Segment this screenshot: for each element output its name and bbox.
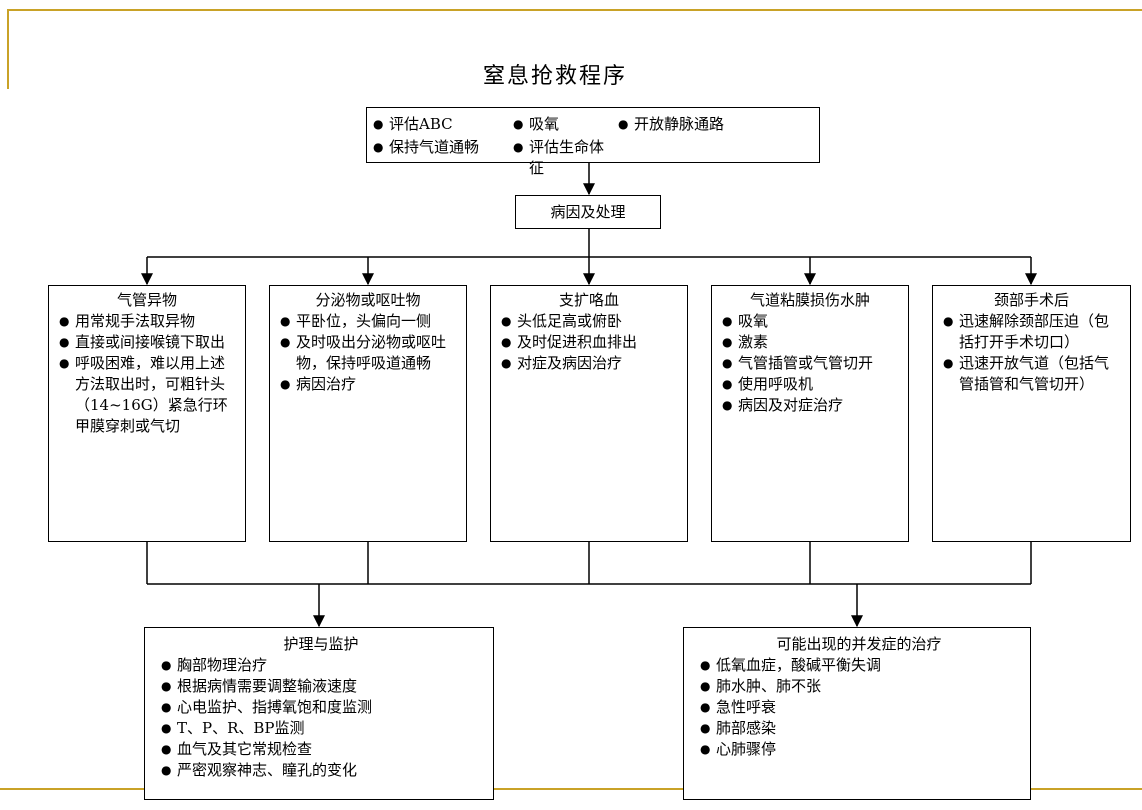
cause-item: 呼吸困难，难以用上述方法取出时，可粗针头（14~16G）紧急行环甲膜穿刺或气切 bbox=[57, 353, 237, 437]
left-rule bbox=[7, 9, 9, 89]
cause-item: 及时促进积血排出 bbox=[499, 332, 679, 353]
cause-item: 病因治疗 bbox=[278, 374, 458, 395]
cause-item: 激素 bbox=[720, 332, 900, 353]
cause-item: 用常规手法取异物 bbox=[57, 311, 237, 332]
page-title: 窒息抢救程序 bbox=[482, 64, 627, 89]
assessment-item: 评估生命体征 bbox=[513, 137, 618, 179]
complications-title: 可能出现的并发症的治疗 bbox=[776, 635, 942, 653]
complication-item: 肺水肿、肺不张 bbox=[698, 676, 1020, 697]
complication-item: 肺部感染 bbox=[698, 718, 1020, 739]
cause-title: 气管异物 bbox=[116, 291, 177, 309]
cause-box-hemoptysis: 支扩咯血 头低足高或俯卧 及时促进积血排出 对症及病因治疗 bbox=[490, 285, 688, 542]
care-item: 严密观察神志、瞳孔的变化 bbox=[159, 760, 483, 781]
cause-item: 及时吸出分泌物或呕吐物，保持呼吸道通畅 bbox=[278, 332, 458, 374]
complication-item: 低氧血症，酸碱平衡失调 bbox=[698, 655, 1020, 676]
cause-box-secretions: 分泌物或呕吐物 平卧位，头偏向一侧 及时吸出分泌物或呕吐物，保持呼吸道通畅 病因… bbox=[269, 285, 467, 542]
cause-item: 头低足高或俯卧 bbox=[499, 311, 679, 332]
cause-title: 气道粘膜损伤水肿 bbox=[749, 291, 870, 309]
care-title: 护理与监护 bbox=[283, 635, 359, 653]
cause-item: 病因及对症治疗 bbox=[720, 395, 900, 416]
bottom-rule bbox=[0, 788, 1142, 790]
care-monitoring-box: 护理与监护 胸部物理治疗 根据病情需要调整输液速度 心电监护、指搏氧饱和度监测 … bbox=[144, 627, 494, 800]
cause-title: 颈部手术后 bbox=[993, 291, 1069, 309]
assessment-item: 保持气道通畅 bbox=[373, 137, 513, 179]
cause-item: 吸氧 bbox=[720, 311, 900, 332]
care-item: 根据病情需要调整输液速度 bbox=[159, 676, 483, 697]
initial-assessment-box: 评估ABC 吸氧 开放静脉通路 保持气道通畅 评估生命体征 bbox=[366, 107, 820, 177]
cause-heading-box: 病因及处理 bbox=[515, 195, 661, 229]
cause-box-neck-surgery: 颈部手术后 迅速解除颈部压迫（包括打开手术切口） 迅速开放气道（包括气管插管和气… bbox=[932, 285, 1131, 542]
cause-item: 对症及病因治疗 bbox=[499, 353, 679, 374]
top-rule bbox=[8, 9, 1142, 11]
cause-box-foreign-body: 气管异物 用常规手法取异物 直接或间接喉镜下取出 呼吸困难，难以用上述方法取出时… bbox=[48, 285, 246, 542]
complication-item: 心肺骤停 bbox=[698, 739, 1020, 760]
assessment-item: 吸氧 bbox=[513, 114, 618, 135]
complication-item: 急性呼衰 bbox=[698, 697, 1020, 718]
complications-box: 可能出现的并发症的治疗 低氧血症，酸碱平衡失调 肺水肿、肺不张 急性呼衰 肺部感… bbox=[683, 627, 1031, 800]
assessment-item: 开放静脉通路 bbox=[618, 114, 778, 135]
cause-item: 使用呼吸机 bbox=[720, 374, 900, 395]
cause-item: 迅速解除颈部压迫（包括打开手术切口） bbox=[941, 311, 1122, 353]
care-item: 血气及其它常规检查 bbox=[159, 739, 483, 760]
assessment-item: 评估ABC bbox=[373, 114, 513, 135]
cause-item: 迅速开放气道（包括气管插管和气管切开） bbox=[941, 353, 1122, 395]
cause-item: 直接或间接喉镜下取出 bbox=[57, 332, 237, 353]
care-item: 胸部物理治疗 bbox=[159, 655, 483, 676]
cause-item: 平卧位，头偏向一侧 bbox=[278, 311, 458, 332]
care-item: T、P、R、BP监测 bbox=[159, 718, 483, 739]
cause-title: 分泌物或呕吐物 bbox=[315, 291, 421, 309]
cause-title: 支扩咯血 bbox=[558, 291, 619, 309]
care-item: 心电监护、指搏氧饱和度监测 bbox=[159, 697, 483, 718]
cause-item: 气管插管或气管切开 bbox=[720, 353, 900, 374]
cause-box-airway-edema: 气道粘膜损伤水肿 吸氧 激素 气管插管或气管切开 使用呼吸机 病因及对症治疗 bbox=[711, 285, 909, 542]
